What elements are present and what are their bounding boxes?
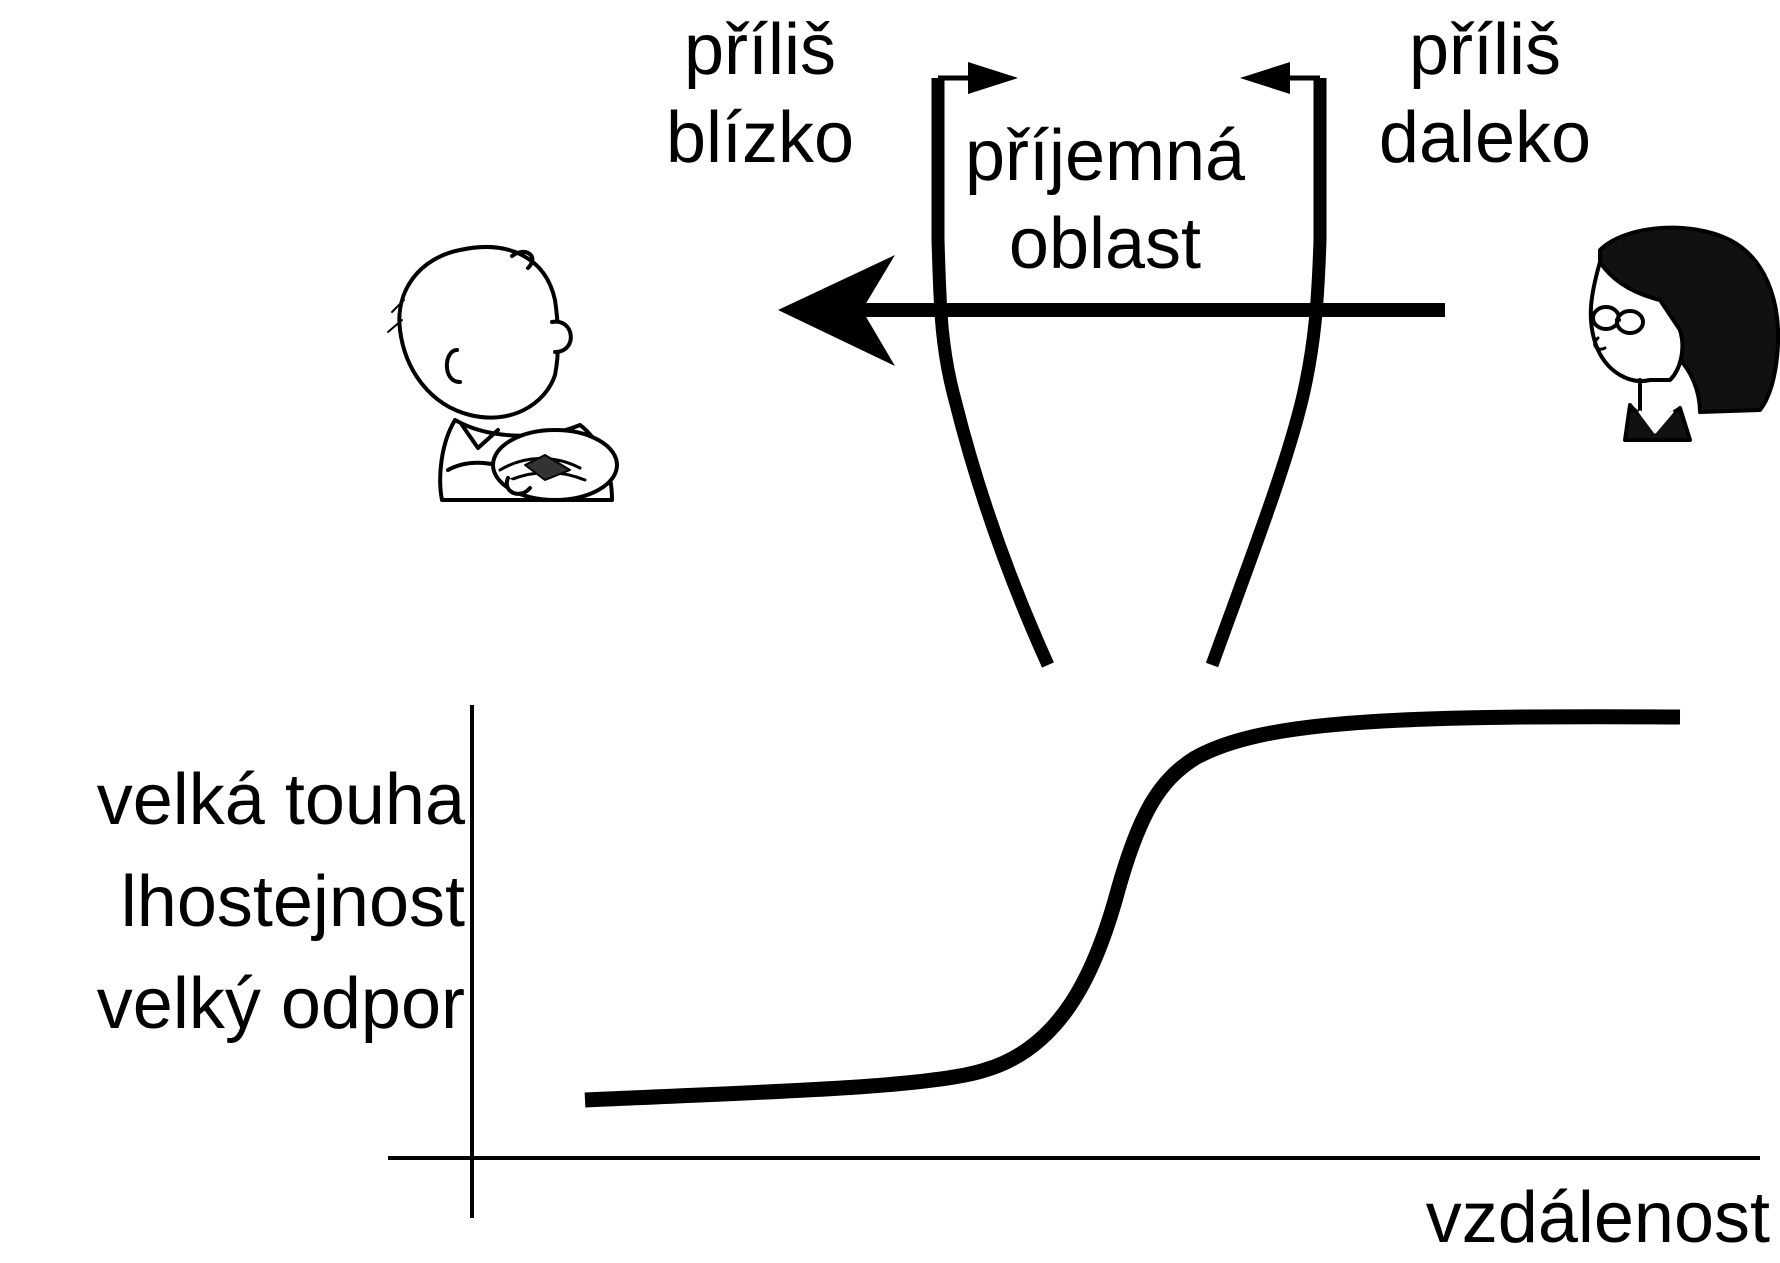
too-far-line-1: příliš (1408, 10, 1561, 90)
girl-character-icon (1588, 225, 1780, 442)
too-close-label: příliš blízko (620, 10, 900, 178)
too-far-line-2: daleko (1378, 98, 1592, 178)
comfort-zone-line-2: oblast (1008, 204, 1202, 284)
boy-character-icon (387, 245, 619, 502)
comfort-zone-label: příjemná oblast (935, 116, 1275, 284)
too-far-label: příliš daleko (1345, 10, 1625, 178)
boundary-line-near (931, 78, 1054, 668)
y-level-indifference: lhostejnost (120, 862, 465, 942)
too-close-line-2: blízko (665, 98, 855, 178)
arrow-toward-too-far-icon (1240, 62, 1290, 94)
comfort-zone-line-1: příjemná (964, 116, 1246, 196)
y-level-strong-aversion: velký odpor (96, 964, 465, 1044)
boundary-line-far (1205, 78, 1327, 668)
chart-axes (388, 705, 1760, 1218)
attraction-curve (584, 709, 1681, 1108)
approach-arrowhead-icon (778, 255, 895, 366)
too-close-line-1: příliš (683, 10, 836, 90)
arrow-toward-too-close-icon (968, 62, 1018, 94)
x-axis-label: vzdálenost (1425, 1178, 1770, 1258)
y-level-strong-desire: velká touha (96, 760, 465, 840)
